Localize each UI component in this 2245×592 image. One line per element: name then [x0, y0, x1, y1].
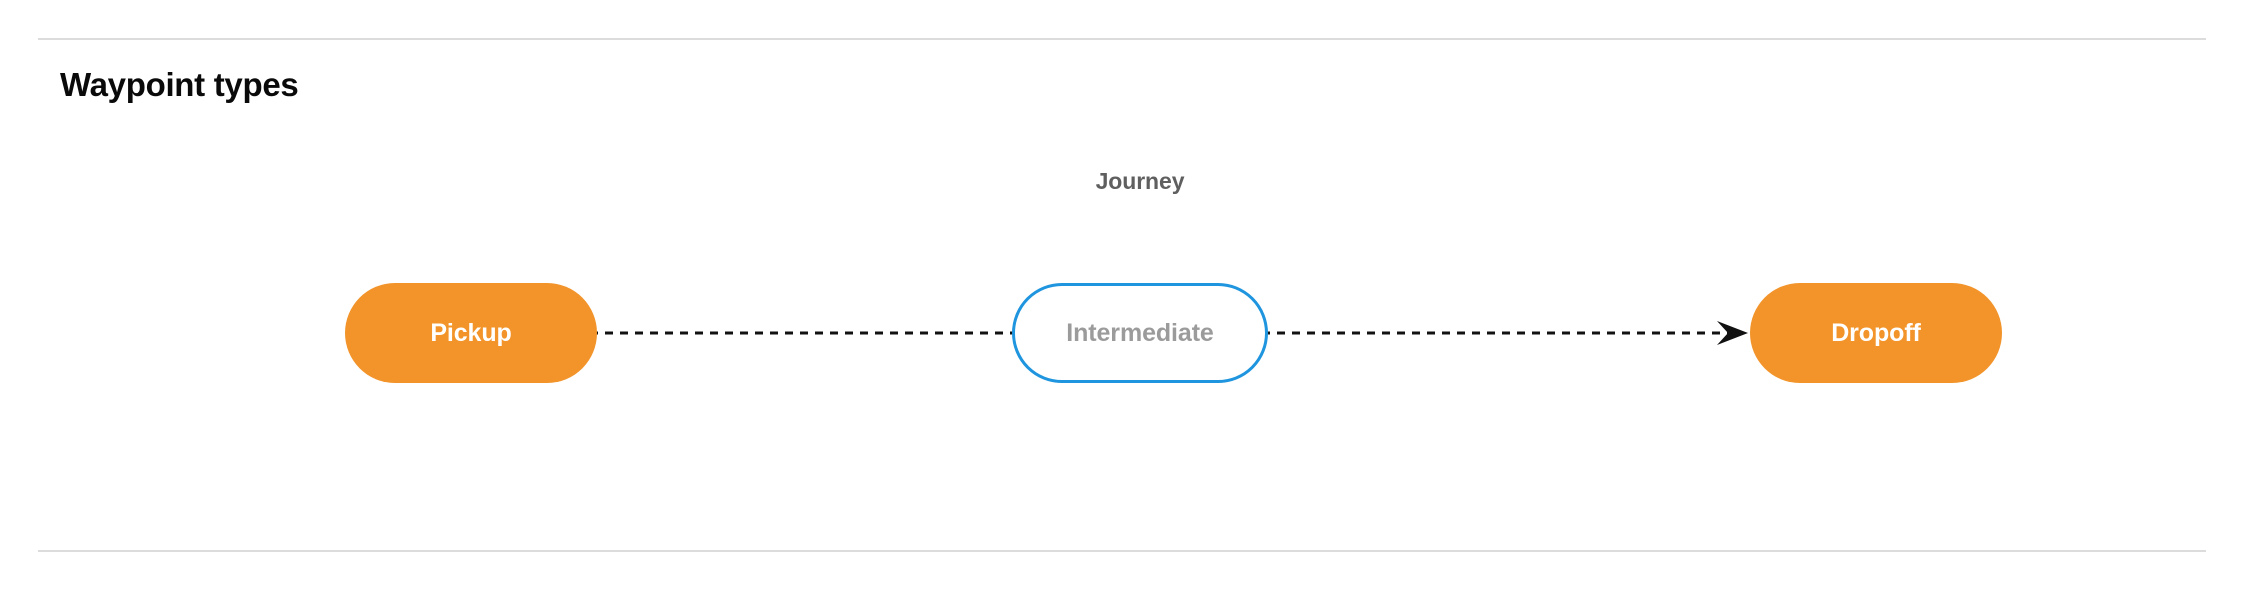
edge-pickup-to-intermediate — [590, 331, 1020, 335]
node-dropoff[interactable]: Dropoff — [1750, 283, 2002, 383]
page-title: Waypoint types — [60, 66, 299, 103]
node-intermediate[interactable]: Intermediate — [1012, 283, 1268, 383]
section-divider-bottom — [38, 550, 2206, 552]
node-pickup[interactable]: Pickup — [345, 283, 597, 383]
section-divider-top — [38, 38, 2206, 40]
diagram-label-journey: Journey — [1095, 168, 1185, 194]
arrowhead-icon — [1717, 321, 1748, 345]
edge-intermediate-to-dropoff — [1262, 321, 1748, 345]
